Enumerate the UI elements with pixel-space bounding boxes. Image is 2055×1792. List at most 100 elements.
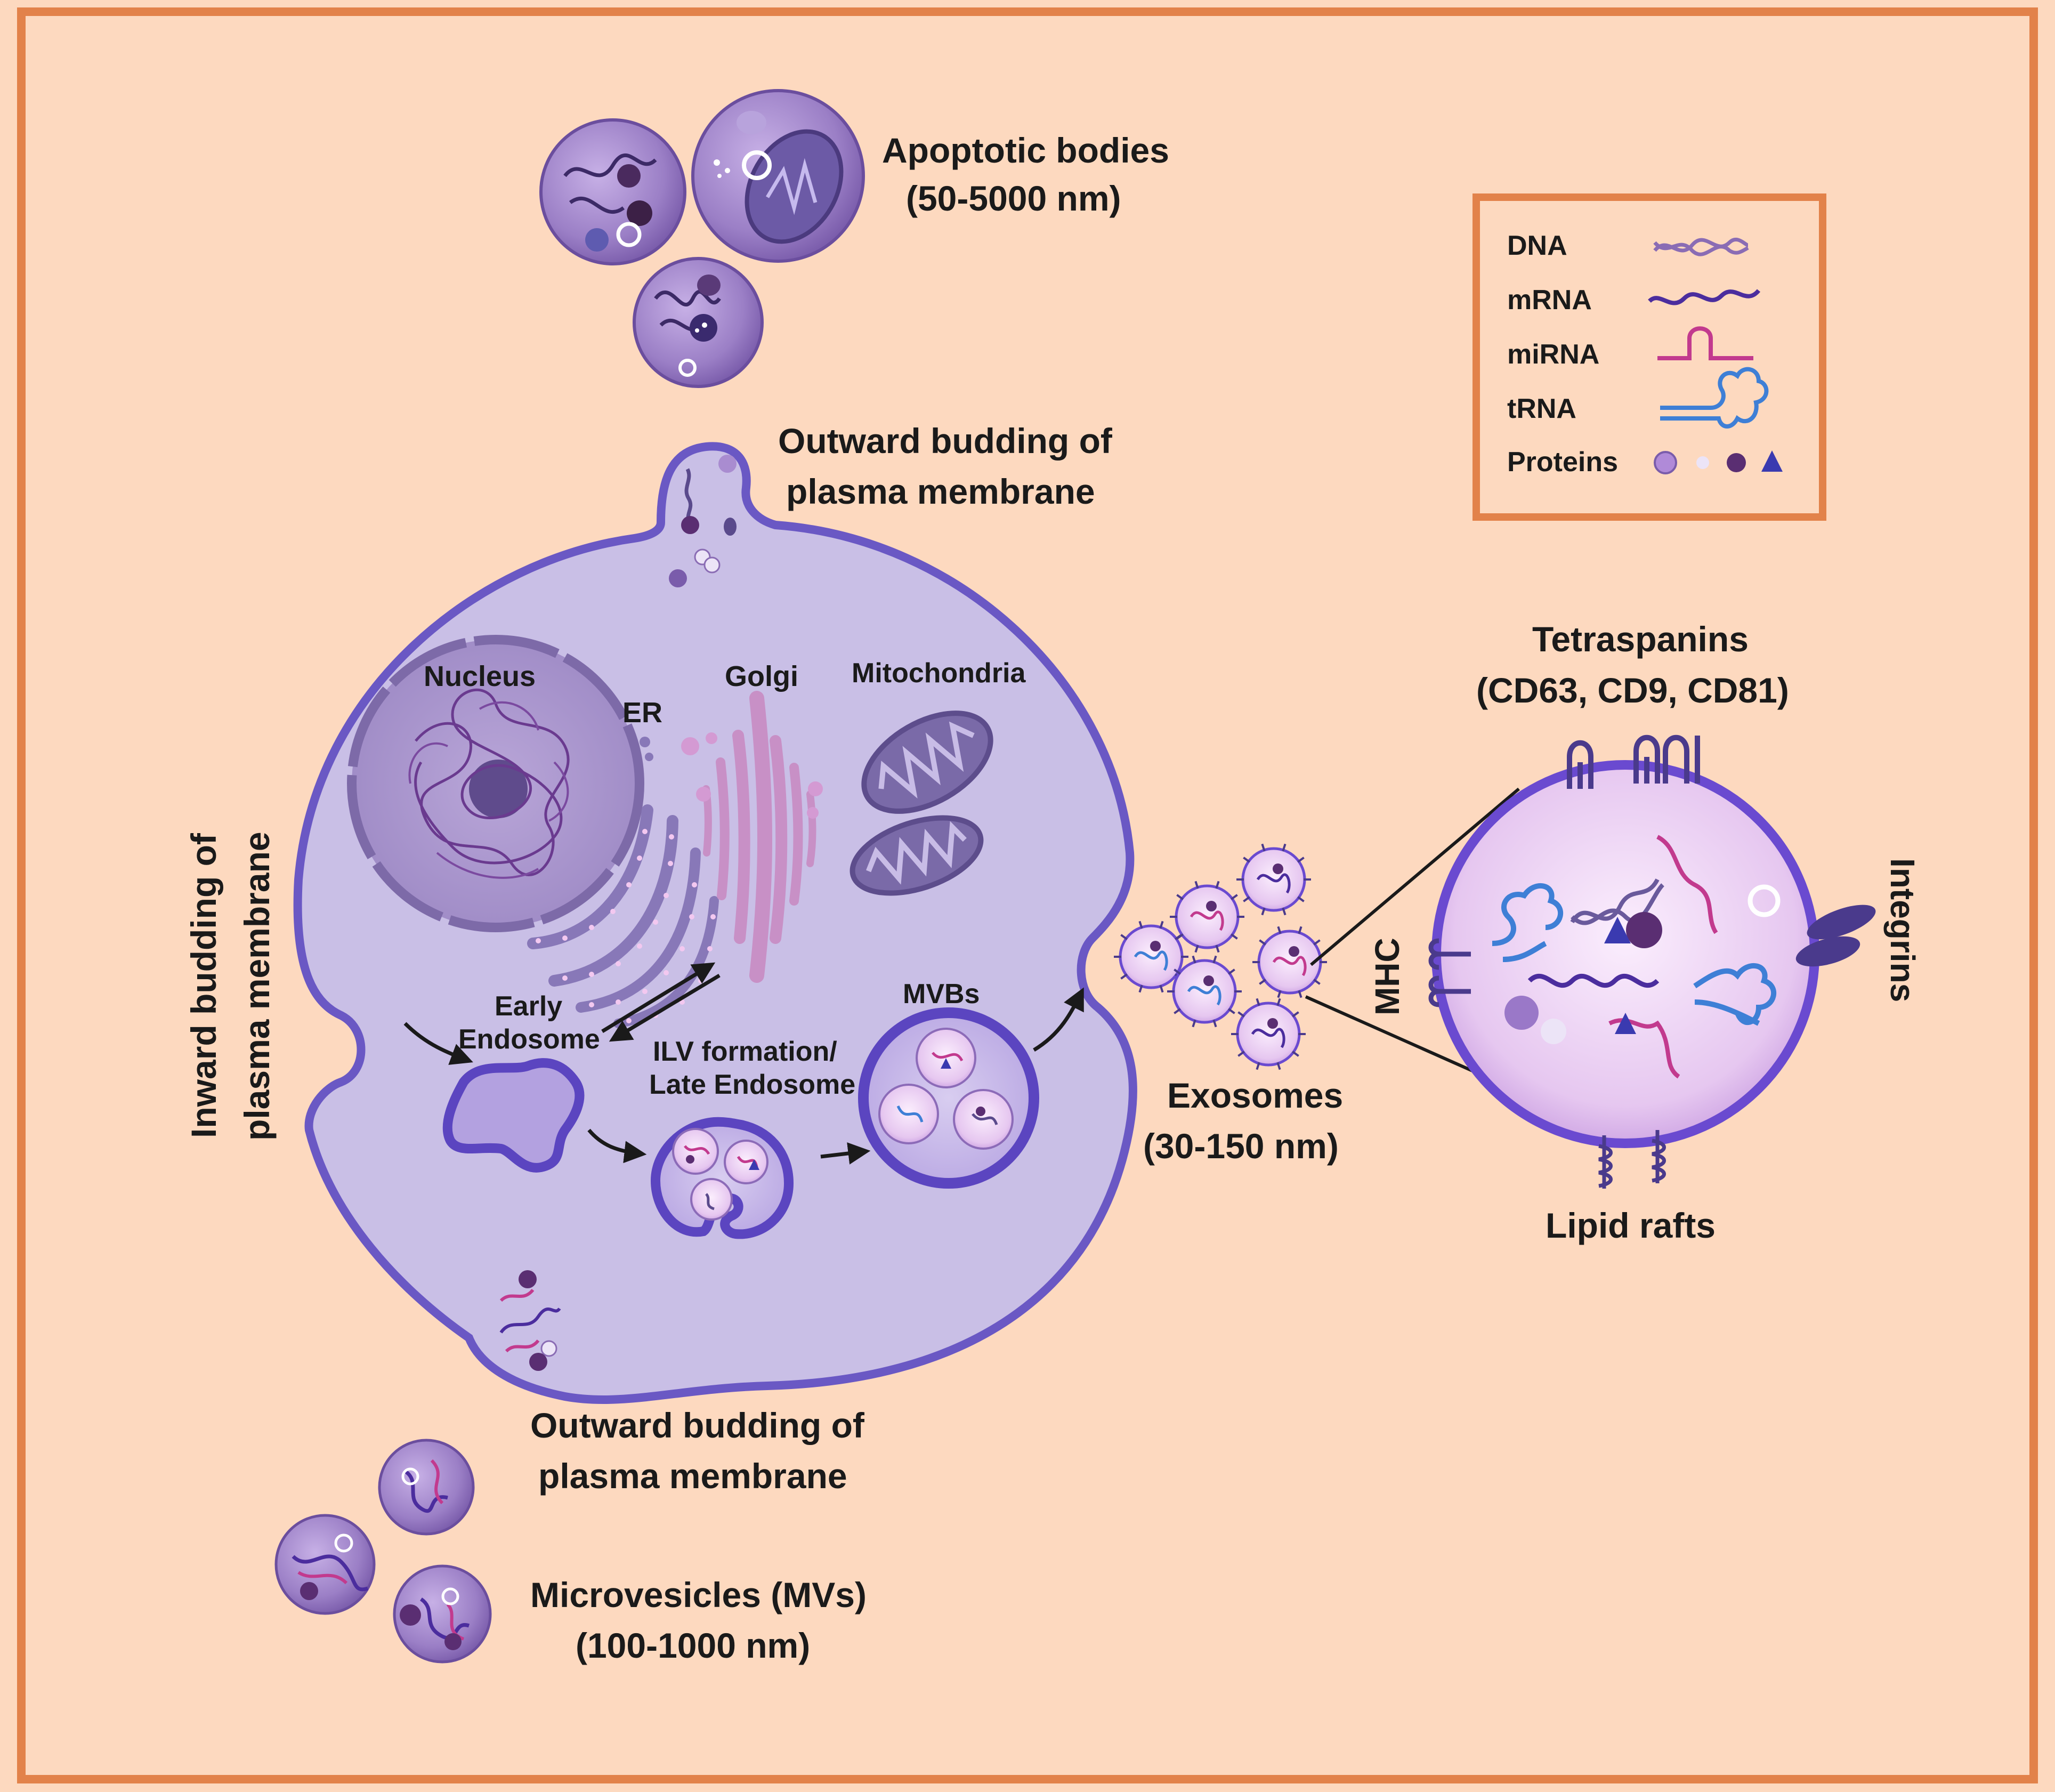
exosome-surface-protein bbox=[1277, 990, 1282, 998]
exosome-surface-protein bbox=[1212, 1019, 1217, 1028]
label-tetraspanins-1: Tetraspanins bbox=[1532, 619, 1749, 659]
golgi bbox=[702, 691, 816, 983]
exosome-surface-protein bbox=[1176, 894, 1184, 900]
exosome-surface-protein bbox=[1231, 933, 1238, 940]
exosome-surface-protein bbox=[1237, 1051, 1245, 1057]
label-ilv-2: Late Endosome bbox=[649, 1069, 855, 1100]
outward-budding-bottom-2: plasma membrane bbox=[538, 1456, 847, 1496]
mitochondrion-2 bbox=[849, 815, 984, 896]
exosome-surface-protein bbox=[1159, 921, 1164, 929]
label-er: ER bbox=[622, 697, 662, 729]
exosome-surface-protein bbox=[1243, 896, 1250, 902]
late-endosome bbox=[650, 1117, 794, 1239]
exosome-surface-protein bbox=[1194, 945, 1199, 953]
label-nucleus: Nucleus bbox=[424, 660, 536, 692]
bud-protein-4 bbox=[703, 556, 721, 574]
exosome-surface-protein bbox=[1120, 934, 1128, 940]
microvesicle-3 bbox=[393, 1564, 492, 1664]
exosome-cargo-strand bbox=[1190, 910, 1224, 931]
exosome-surface-protein bbox=[1192, 1019, 1196, 1028]
arrow-to-early-endosome bbox=[403, 1022, 473, 1065]
exosome-surface-protein bbox=[1215, 881, 1220, 889]
exosome-surface-protein bbox=[1259, 939, 1266, 946]
exosome-surface-protein bbox=[1282, 843, 1287, 852]
exosome-surface-protein bbox=[1243, 857, 1250, 863]
exosome-surface-protein bbox=[1261, 907, 1266, 916]
lipid-raft-proteins bbox=[1598, 1130, 1666, 1189]
microvesicles-title: Microvesicles (MVs) bbox=[530, 1575, 867, 1615]
mitochondrion-1 bbox=[861, 711, 993, 814]
ilv-3 bbox=[690, 1178, 733, 1221]
exosome-cargo-protein bbox=[1273, 863, 1283, 874]
exosome-surface-protein bbox=[1292, 1011, 1299, 1018]
legend: DNA mRNA miRNA tRNA Proteins bbox=[1473, 193, 1826, 521]
cargo-mirna-1 bbox=[1656, 835, 1718, 934]
exosome-surface-protein bbox=[1215, 945, 1220, 953]
exosome-cargo-strand bbox=[1187, 985, 1221, 1006]
tetraspanin-proteins bbox=[1567, 734, 1700, 789]
outward-budding-bottom-1: Outward budding of bbox=[530, 1406, 865, 1445]
outward-budding-top-2: plasma membrane bbox=[786, 472, 1095, 511]
exosome-surface-protein bbox=[1194, 881, 1199, 889]
nucleus bbox=[347, 635, 644, 932]
label-lipid-rafts: Lipid rafts bbox=[1546, 1206, 1716, 1245]
cargo-trna-1 bbox=[1492, 883, 1563, 962]
exosome-surface-protein bbox=[1237, 1011, 1245, 1018]
legend-label-trna: tRNA bbox=[1507, 393, 1576, 424]
exosome-surface-protein bbox=[1159, 984, 1164, 993]
exosome-cargo-protein bbox=[1206, 901, 1217, 911]
dna-icon bbox=[1653, 237, 1749, 256]
proteins-icon bbox=[1654, 450, 1783, 474]
cargo-protein-triangle-a bbox=[1604, 917, 1631, 943]
label-mitochondria: Mitochondria bbox=[852, 658, 1026, 689]
mhc-proteins bbox=[1428, 938, 1471, 1007]
legend-label-mrna: mRNA bbox=[1507, 285, 1592, 316]
legend-label-proteins: Proteins bbox=[1507, 447, 1618, 478]
exosome-surface-protein bbox=[1120, 973, 1128, 980]
cargo-protein-light bbox=[1504, 996, 1539, 1030]
exosome-surface-protein bbox=[1313, 939, 1321, 946]
top-bud-contents bbox=[669, 455, 737, 587]
bud-protein-5 bbox=[669, 569, 687, 587]
microvesicles-size: (100-1000 nm) bbox=[576, 1626, 810, 1665]
exosome-surface-protein bbox=[1292, 1051, 1299, 1057]
bud-protein-6 bbox=[724, 518, 737, 536]
exosome-surface-protein bbox=[1261, 843, 1266, 852]
mrna-icon bbox=[1648, 289, 1761, 305]
arrow-endosome-to-golgi bbox=[601, 962, 716, 1033]
chromatin-2 bbox=[408, 701, 569, 879]
label-ilv-1: ILV formation/ bbox=[653, 1036, 837, 1067]
exosomes-size: (30-150 nm) bbox=[1143, 1126, 1339, 1166]
arrow-mvb-to-exosomes bbox=[1033, 987, 1084, 1052]
exosome-surface-protein bbox=[1313, 979, 1321, 985]
exosome-surface-protein bbox=[1176, 933, 1184, 940]
label-tetraspanins-2: (CD63, CD9, CD81) bbox=[1476, 671, 1789, 710]
ilv-1 bbox=[672, 1128, 719, 1175]
exosome-cargo-protein bbox=[1150, 941, 1161, 951]
exosome-surface-protein bbox=[1297, 896, 1305, 902]
exosome-surface-protein bbox=[1297, 857, 1305, 863]
exosome-cargo-strand bbox=[1272, 956, 1307, 976]
cargo-protein-triangle bbox=[1615, 1013, 1636, 1034]
exosome-surface-protein bbox=[1174, 1008, 1181, 1014]
bud-protein-1 bbox=[718, 455, 737, 473]
exosome-surface-protein bbox=[1192, 955, 1196, 964]
microvesicle-2 bbox=[274, 1514, 376, 1615]
exosome-cargo-strand bbox=[1134, 950, 1168, 971]
exosome-surface-protein bbox=[1256, 1062, 1260, 1070]
chromatin bbox=[414, 688, 570, 876]
early-endosome bbox=[442, 1058, 585, 1173]
frame bbox=[17, 7, 2038, 1783]
label-early-endosome-1: Early bbox=[495, 991, 562, 1022]
exosome-surface-protein bbox=[1259, 979, 1266, 985]
exosome-surface-protein bbox=[1276, 1062, 1281, 1070]
arrow-to-late-endosome bbox=[587, 1128, 647, 1164]
exosome-cargo-protein bbox=[1289, 946, 1299, 957]
microvesicle-1 bbox=[378, 1439, 475, 1536]
exosome-cargo-protein bbox=[1267, 1018, 1278, 1029]
exosome-surface-protein bbox=[1228, 1008, 1235, 1014]
arrow-to-mvb bbox=[820, 1142, 871, 1165]
label-early-endosome-2: Endosome bbox=[458, 1024, 600, 1055]
exosomes-title: Exosomes bbox=[1167, 1076, 1343, 1115]
cargo-protein-dark bbox=[1626, 912, 1662, 948]
